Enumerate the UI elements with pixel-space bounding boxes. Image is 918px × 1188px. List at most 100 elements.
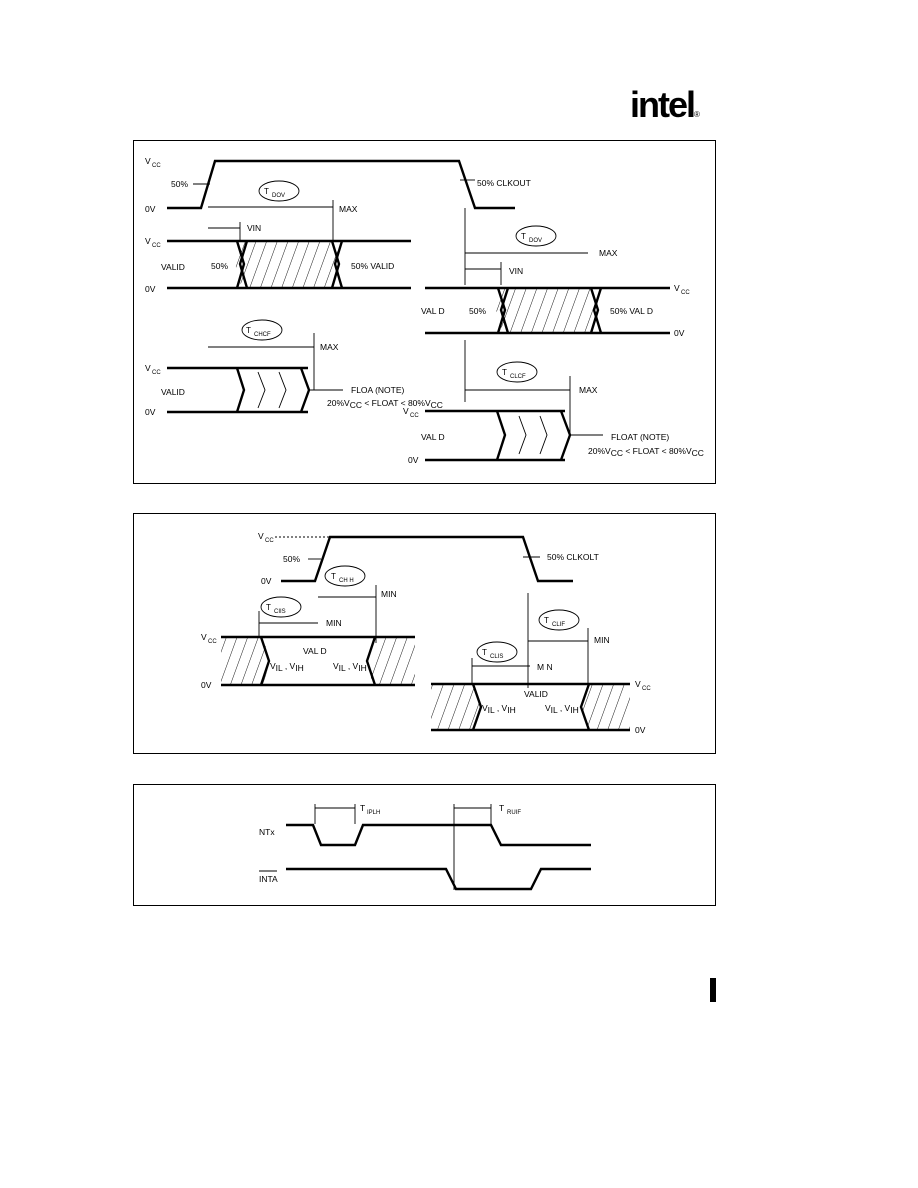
vil-vih-label-r: VIL , VIH [482,703,516,715]
clkout-label: 50% CLKOUT [477,178,531,188]
vcc-subscript-r: CC [642,686,651,692]
t-iplh-label: T [360,803,365,813]
bus-edge-1b [238,240,249,289]
valid-label: VALID [161,262,185,272]
vin-label: VIN [247,223,261,233]
vil-r: V [482,703,488,713]
float-edge-a [235,367,246,413]
float-cond2-c: < FLOAT < 80%V [623,446,692,456]
vil-r2: V [545,703,551,713]
clkout-waveform [281,535,573,583]
float-chevron-2 [278,371,287,409]
vil-sub-r: IL [488,705,495,715]
edge-r2 [579,683,591,731]
float-cond2-a: 20%V [588,446,611,456]
valid-label-r: VAL D [421,306,445,316]
vih-sub-a: IH [295,663,304,673]
edge-l1 [259,636,271,686]
vcc-label-r: V [635,679,641,689]
clkout-waveform [167,159,515,210]
vcc-label-r: V [674,283,680,293]
float-cond2-d: CC [692,448,704,458]
valid-label-f: VALID [161,387,185,397]
vih-sep-r2: , V [557,703,570,713]
vcc-subscript-2: CC [152,243,161,249]
t-clcf-bubble [496,361,538,383]
t-clis-label: T [482,648,487,657]
pct50-valid-label-r: 50% VAL D [610,306,653,316]
vcc-subscript-f: CC [152,370,161,376]
t-ciis-bubble [260,596,302,618]
vih-sub-r2: IH [570,705,579,715]
valid-label-f2: VAL D [421,432,445,442]
zero-v-label-f2: 0V [408,455,419,465]
float-cond: 20%VCC < FLOAT < 80%VCC [327,398,443,410]
vil-b: V [333,661,339,671]
panel-frame-2 [133,513,716,754]
vcc-label-f: V [145,363,151,373]
float2-chevron-1 [518,415,527,455]
pct50-label: 50% [171,179,188,189]
pct50-label-2: 50% [211,261,228,271]
t-clis-bubble [476,641,518,663]
vcc-label: V [145,156,151,166]
t-clih-subscript: CLIF [552,622,565,628]
bus-edge-1c [330,240,341,289]
max4-label: MAX [579,385,598,395]
vcc-subscript: CC [152,163,161,169]
t-clcf-subscript: CLCF [510,374,526,380]
zero-v-label-l: 0V [201,680,212,690]
float-cond-c: < FLOAT < 80%V [362,398,431,408]
vcc-label: V [258,531,264,541]
max3-label: MAX [320,342,339,352]
transition-hatch-2 [496,288,600,333]
valid-label-l: VAL D [303,646,327,656]
t-chcf-subscript: CHCF [254,332,271,338]
vih-sep-b: , V [345,661,358,671]
ntx-waveform [286,823,591,847]
inta-label: INTA [259,874,278,884]
float2-chevron-2 [539,415,548,455]
vil-sub-a: IL [276,663,283,673]
max-label: MAX [339,204,358,214]
t-dov-subscript: DOV [272,193,285,199]
float-cond2-b: CC [611,448,623,458]
bus-edge-2c [589,287,600,334]
panel-frame-3 [133,784,716,906]
t-dov2-label: T [521,232,526,241]
page-edge-marker [710,978,716,1002]
min2-label: MIN [326,618,342,628]
panel-frame [133,140,716,484]
t-ruh-label: T [499,803,504,813]
min3-label: MIN [594,635,610,645]
zero-v-label-r: 0V [674,328,685,338]
timing-diagram-output-delay: V CC 50% 0V 50% CLKOUT T DOV MAX VIN V C… [133,140,717,490]
vcc-subscript-f2: CC [410,413,419,419]
vih-sep-r: , V [494,703,507,713]
logo-registered-mark: ® [694,110,700,119]
vin2-label: VIN [509,266,523,276]
zero-v-label-f: 0V [145,407,156,417]
float-note: FLOA (NOTE) [351,385,405,395]
t-chih-bubble [324,565,366,587]
vih-sub-r: IH [507,705,516,715]
float-edge-b [299,367,311,413]
zero-v-label: 0V [145,204,156,214]
valid-label-r: VALID [524,689,548,699]
vcc-subscript-r: CC [681,290,690,296]
t-dov-label: T [264,187,269,196]
vil-sub-r2: IL [551,705,558,715]
t-chcf-bubble [241,319,283,341]
t-clis-subscript: CLIS [490,654,503,660]
t-clih-bubble [538,609,580,631]
pct50-label-r: 50% [469,306,486,316]
hatch-r1 [431,684,480,730]
vcc-subscript-l: CC [208,639,217,645]
vcc-label-f2: V [403,406,409,416]
t-chih-label: T [331,572,336,581]
vil-vih-label-l2: VIL , VIH [333,661,367,673]
vil-sub-b: IL [339,663,346,673]
t-dov2-subscript: DOV [529,238,542,244]
t-clih-label: T [544,616,549,625]
logo-text: intel [630,84,696,125]
